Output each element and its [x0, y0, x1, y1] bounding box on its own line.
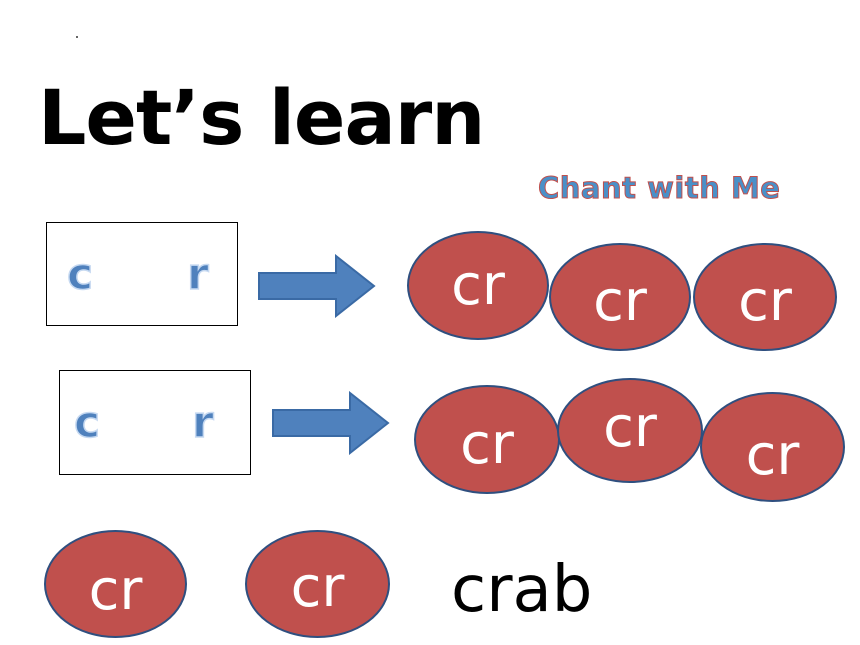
arrow-right-icon: [272, 391, 390, 455]
oval-cr: cr: [414, 385, 560, 494]
decorative-dot: [76, 36, 78, 38]
oval-cr: cr: [245, 530, 390, 638]
letter-c: c: [66, 249, 94, 300]
page-title: Let’s learn: [38, 73, 485, 162]
letter-box-row-1: c r: [46, 222, 238, 326]
chant-with-me-label: Chant with Me: [537, 171, 781, 205]
word-crab: crab: [451, 553, 593, 627]
letter-c: c: [73, 397, 101, 448]
letter-r: r: [191, 397, 214, 448]
oval-cr: cr: [700, 392, 845, 502]
oval-cr: cr: [557, 378, 703, 483]
oval-cr: cr: [44, 530, 187, 638]
letter-r: r: [186, 249, 209, 300]
arrow-right-icon: [258, 254, 376, 318]
oval-cr: cr: [549, 243, 691, 351]
oval-cr: cr: [693, 243, 837, 351]
oval-cr: cr: [407, 231, 549, 340]
letter-box-row-2: c r: [59, 370, 251, 475]
